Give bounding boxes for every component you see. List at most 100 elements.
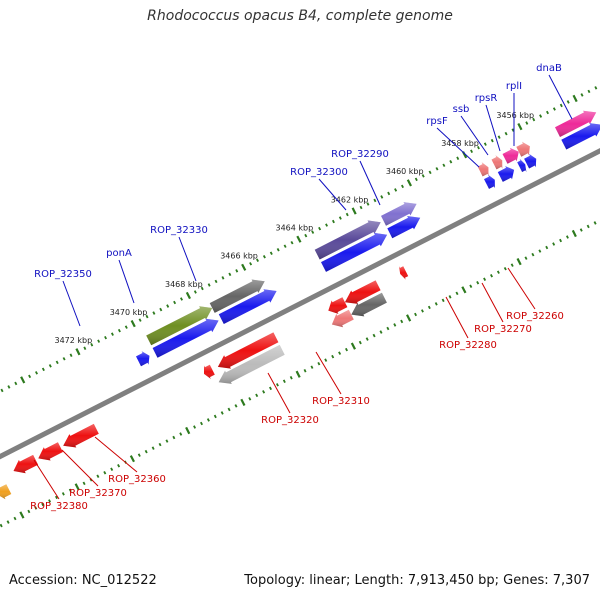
tick-mark xyxy=(289,376,293,380)
gene-arrow[interactable] xyxy=(491,155,503,170)
gene-arrow[interactable] xyxy=(477,162,489,177)
gene-arrow-shade xyxy=(561,123,600,150)
tick-mark xyxy=(262,390,266,394)
gene-arrow[interactable] xyxy=(381,202,417,226)
gene-arrow[interactable] xyxy=(387,216,421,239)
gene-arrow[interactable] xyxy=(351,292,387,317)
gene-label[interactable]: ROP_32290 xyxy=(331,149,389,160)
tick-mark xyxy=(117,463,121,468)
tick-mark xyxy=(587,89,591,94)
tick-mark xyxy=(262,254,266,259)
tick-mark xyxy=(275,383,279,387)
gene-label[interactable]: ROP_32370 xyxy=(69,488,127,499)
tick-mark xyxy=(110,332,114,336)
gene-arrow[interactable] xyxy=(484,174,495,189)
tick-mark xyxy=(434,302,438,306)
tick-mark xyxy=(290,240,294,245)
gene-arrow[interactable] xyxy=(555,110,597,137)
tick-mark xyxy=(372,333,376,338)
gene-arrow-shade xyxy=(477,162,489,177)
tick-mark xyxy=(103,470,107,475)
tick-mark xyxy=(401,184,404,189)
tick-mark xyxy=(345,212,349,217)
gene-arrow[interactable] xyxy=(217,332,279,369)
label-leader-line xyxy=(481,282,504,323)
tick-mark xyxy=(0,523,3,528)
gene-arrow-shade xyxy=(321,232,388,272)
gene-label[interactable]: rpsR xyxy=(475,93,498,104)
tick-mark xyxy=(200,421,203,426)
label-leader-line xyxy=(460,115,489,156)
tick-mark xyxy=(379,330,383,334)
gene-arrow[interactable] xyxy=(524,153,537,169)
tick-mark xyxy=(256,258,259,263)
gene-arrow[interactable] xyxy=(204,364,215,379)
tick-mark xyxy=(483,142,487,146)
gene-arrow-shade xyxy=(497,166,515,182)
gene-arrow-shade xyxy=(524,153,537,169)
gene-arrow[interactable] xyxy=(331,309,354,328)
gene-arrow[interactable] xyxy=(38,442,63,461)
gene-arrow[interactable] xyxy=(63,423,99,448)
gene-arrow-shade xyxy=(399,266,409,280)
gene-arrow[interactable] xyxy=(561,123,600,150)
gene-label[interactable]: ROP_32270 xyxy=(474,324,532,335)
tick-mark xyxy=(7,385,11,389)
gene-arrow[interactable] xyxy=(517,158,527,173)
gene-arrow[interactable] xyxy=(209,279,265,313)
gene-label[interactable]: ROP_32300 xyxy=(290,167,348,178)
map-title: Rhodococcus opacus B4, complete genome xyxy=(147,8,453,24)
tick-mark xyxy=(137,453,141,457)
gene-label[interactable]: ssb xyxy=(453,104,470,115)
gene-arrow[interactable] xyxy=(152,318,219,358)
gene-label[interactable]: rpsF xyxy=(426,116,448,127)
gene-arrow[interactable] xyxy=(502,147,519,164)
gene-arrow[interactable] xyxy=(321,232,388,272)
tick-mark xyxy=(351,207,357,215)
tick-mark xyxy=(359,205,363,210)
tick-mark xyxy=(97,339,101,343)
tick-mark xyxy=(503,266,507,271)
tick-mark xyxy=(545,245,549,250)
gene-label[interactable]: ROP_32260 xyxy=(506,311,564,322)
gene-arrow[interactable] xyxy=(344,280,381,304)
gene-label[interactable]: rplI xyxy=(506,81,522,92)
gene-label[interactable]: dnaB xyxy=(536,63,562,74)
gene-label[interactable]: ponA xyxy=(106,248,132,259)
gene-arrow[interactable] xyxy=(218,289,277,324)
gene-arrow[interactable] xyxy=(136,351,150,367)
gene-arrow[interactable] xyxy=(516,141,530,157)
gene-arrow[interactable] xyxy=(0,484,12,500)
tick-mark xyxy=(406,179,412,187)
tick-mark xyxy=(75,348,81,356)
gene-label[interactable]: ROP_32360 xyxy=(108,474,166,485)
tick-mark xyxy=(571,229,577,238)
gene-arrow[interactable] xyxy=(399,266,409,280)
gene-arrow-shade xyxy=(344,280,381,304)
gene-arrow-shade xyxy=(387,216,421,239)
tick-mark xyxy=(586,224,590,229)
tick-mark xyxy=(234,404,238,408)
tick-mark xyxy=(166,304,170,308)
gene-arrow[interactable] xyxy=(314,220,381,260)
gene-label[interactable]: ROP_32380 xyxy=(30,501,88,512)
gene-arrow[interactable] xyxy=(497,166,515,182)
gene-arrow[interactable] xyxy=(218,344,285,384)
gene-arrow[interactable] xyxy=(13,454,39,474)
gene-label[interactable]: ROP_32330 xyxy=(150,225,208,236)
tick-mark xyxy=(255,393,259,398)
tick-mark xyxy=(41,502,45,507)
gene-label[interactable]: ROP_32280 xyxy=(439,340,497,351)
tick-mark xyxy=(34,506,38,510)
tick-mark xyxy=(338,351,342,355)
tick-mark xyxy=(565,235,569,239)
gene-label[interactable]: ROP_32310 xyxy=(312,396,370,407)
gene-label[interactable]: ROP_32320 xyxy=(261,415,319,426)
tick-mark xyxy=(206,418,210,422)
tick-mark xyxy=(6,520,10,524)
kbp-tick-marks xyxy=(0,86,598,528)
label-leader-line xyxy=(436,127,480,168)
gene-label[interactable]: ROP_32350 xyxy=(34,269,92,280)
gene-arrow[interactable] xyxy=(328,297,348,314)
gene-arrow[interactable] xyxy=(146,306,213,346)
